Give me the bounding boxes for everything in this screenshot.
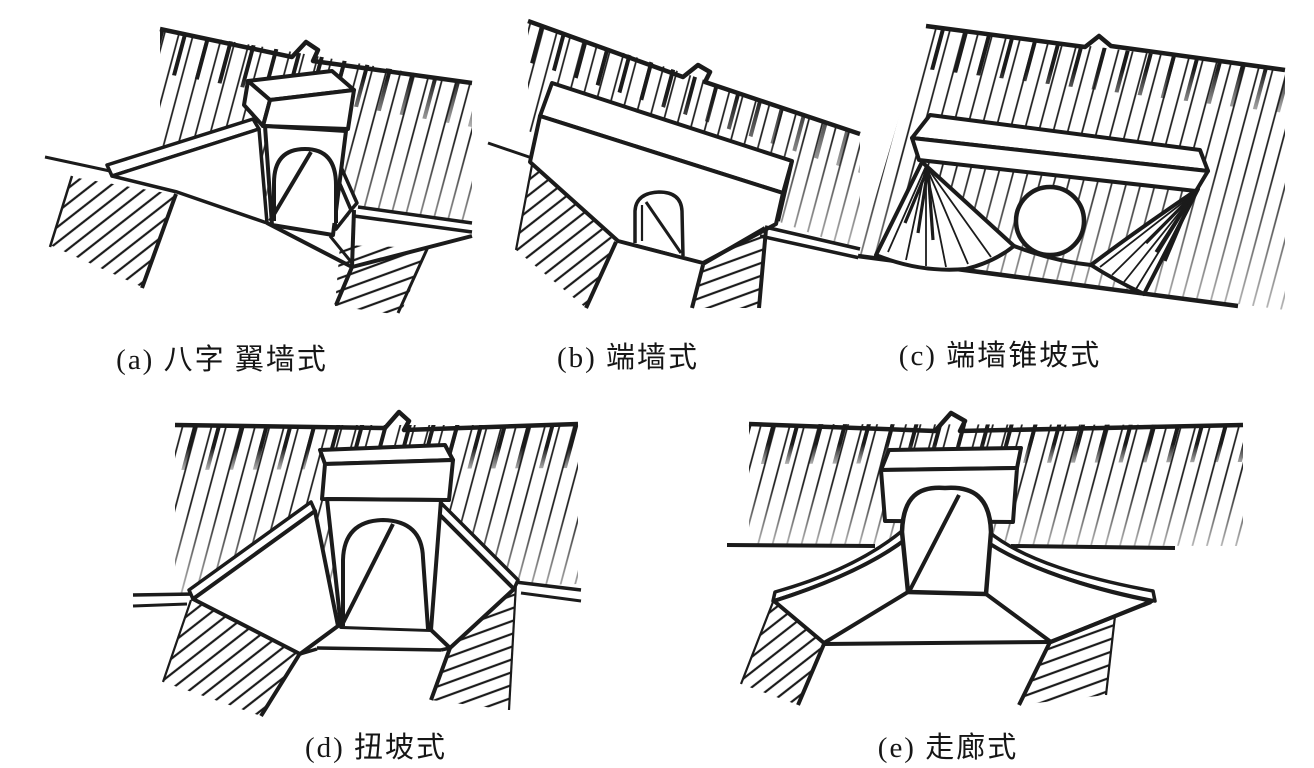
panel-b-drawing xyxy=(487,18,861,335)
panel-a-caption: (a) 八字 翼墙式 xyxy=(116,344,328,376)
panel-e-drawing xyxy=(726,410,1244,706)
cut-slope-right-e xyxy=(1017,600,1152,706)
end-wall-b xyxy=(528,81,794,265)
cut-slope-left-a xyxy=(48,175,178,289)
cut-slope-left-e xyxy=(739,601,826,706)
cut-slope-left-d xyxy=(161,599,301,718)
foreground-c xyxy=(858,256,1285,330)
ridge-line xyxy=(159,26,473,86)
panel-c-caption: (c) 端墙锥坡式 xyxy=(898,340,1102,372)
cut-slope-right-a xyxy=(334,245,430,315)
ridge-line xyxy=(527,18,861,137)
cut-slope-left-b xyxy=(514,164,618,309)
ditch-line-e xyxy=(823,640,1051,646)
ditch-lines-d xyxy=(299,646,451,656)
ground-lines-e xyxy=(726,543,1176,550)
arch-shade-line-a xyxy=(268,150,313,223)
circular-opening-c xyxy=(1013,184,1087,258)
cut-slope-right-b xyxy=(690,228,768,309)
portal-d xyxy=(318,443,455,632)
portal-b xyxy=(633,190,685,257)
ridge-line xyxy=(174,409,579,433)
flare-wall-left-e xyxy=(771,529,910,645)
panel-d-caption: (d) 扭坡式 xyxy=(304,732,448,764)
arch-shade-line-b xyxy=(644,201,683,254)
cut-slope-right-d xyxy=(429,583,518,711)
ridge-line xyxy=(748,410,1244,434)
panel-a-drawing xyxy=(44,26,473,335)
ground-lines-d xyxy=(132,580,582,608)
arch-opening-a xyxy=(272,147,338,223)
wing-slope-left-d xyxy=(187,500,340,656)
panel-e-caption: (e) 走廊式 xyxy=(877,732,1019,764)
ground-curve-c xyxy=(1013,244,1092,267)
portal-dome-e xyxy=(899,485,994,597)
cone-slope-left-c xyxy=(874,160,1016,272)
ground-lines-b xyxy=(487,141,861,266)
arch-opening-e xyxy=(899,485,994,597)
ridge-line xyxy=(925,23,1286,73)
arch-shade-line-d xyxy=(339,523,395,628)
cone-slope-right-c xyxy=(1089,187,1200,296)
panel-d-drawing xyxy=(132,409,582,718)
arch-opening-d xyxy=(341,518,430,630)
portal-a xyxy=(242,69,356,237)
panel-b-caption: (b) 端墙式 xyxy=(556,342,700,374)
arch-shade-line-e xyxy=(908,494,961,591)
panel-c-drawing xyxy=(857,23,1286,330)
